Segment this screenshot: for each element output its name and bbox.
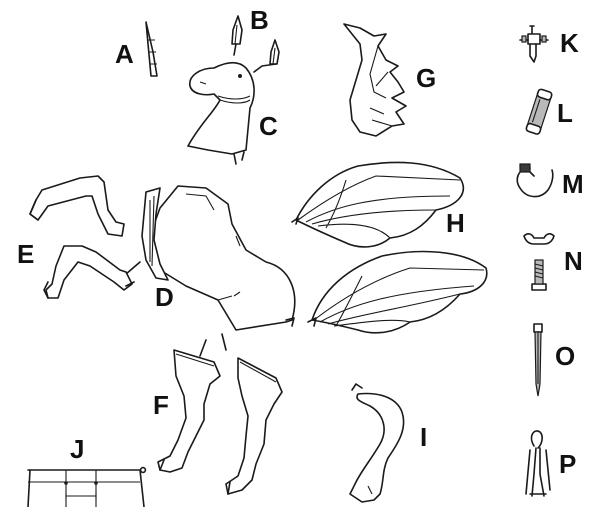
label-j: J	[70, 434, 84, 464]
cotter-pin-icon	[526, 431, 550, 496]
label-d: D	[155, 282, 174, 312]
label-l: L	[557, 98, 573, 128]
label-n: N	[564, 246, 583, 276]
label-f: F	[153, 390, 169, 420]
hind-legs-icon	[158, 334, 282, 494]
nail-icon	[534, 324, 542, 396]
spring-clip-icon	[517, 164, 553, 197]
label-e: E	[17, 239, 34, 269]
wing-nut-bolt-icon	[524, 234, 554, 290]
label-a: A	[115, 39, 134, 69]
label-o: O	[555, 341, 575, 371]
label-k: K	[560, 28, 579, 58]
split-pin-icon	[520, 26, 548, 62]
base-template-icon	[28, 468, 145, 507]
label-g: G	[416, 63, 436, 93]
tail-icon	[350, 384, 404, 502]
horn-icon	[146, 22, 157, 76]
body-icon	[126, 186, 295, 330]
head-icon	[188, 63, 254, 164]
label-b: B	[250, 5, 269, 35]
tube-spacer-icon	[526, 89, 553, 135]
label-m: M	[562, 169, 584, 199]
mane-icon	[344, 24, 406, 136]
label-i: I	[420, 422, 427, 452]
wings-icon	[292, 162, 487, 332]
label-h: H	[446, 208, 465, 238]
front-legs-icon	[30, 176, 134, 298]
label-p: P	[559, 449, 576, 479]
label-c: C	[259, 111, 278, 141]
